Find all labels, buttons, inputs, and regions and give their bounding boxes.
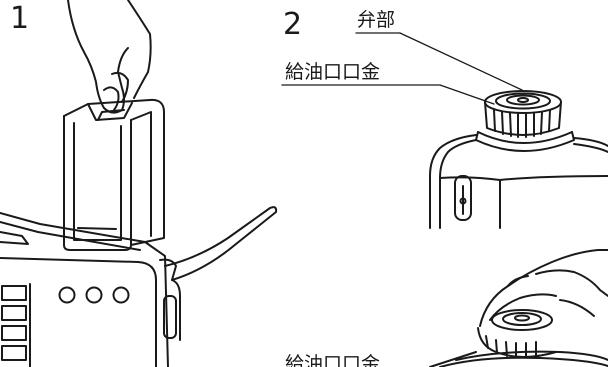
cap-part-label-bottom: 給油口口金 [285, 353, 381, 367]
cap-leader-line [281, 84, 495, 105]
valve-cap-bottom-icon [429, 309, 608, 367]
step-1-number: 1 [10, 1, 30, 36]
tank-lid-flap-icon [159, 206, 278, 281]
valve-cap-icon [475, 90, 575, 152]
valve-leader-line [355, 32, 523, 91]
hand-turning-cap-icon [479, 249, 608, 327]
fuel-tank-body-icon [429, 134, 608, 229]
valve-part-label: 弁部 [357, 9, 396, 31]
fuel-tank-icon [63, 98, 165, 251]
step-2-number: 2 [283, 7, 303, 42]
cap-part-label: 給油口口金 [285, 61, 381, 83]
heater-body-icon [0, 212, 181, 367]
hand-icon [67, 0, 152, 114]
control-knob-icon [58, 286, 130, 304]
